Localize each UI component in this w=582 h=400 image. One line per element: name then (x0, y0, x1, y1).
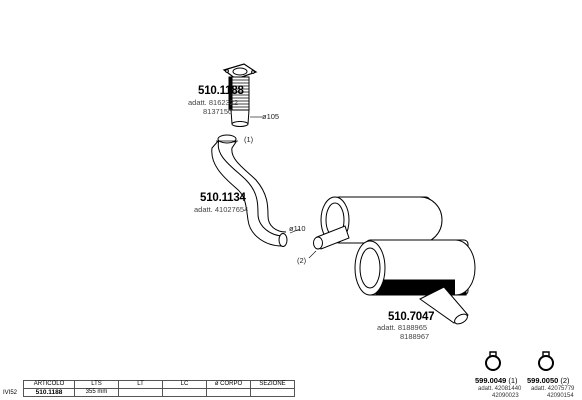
clamp-2-qty: (2) (560, 376, 570, 385)
silencer-code: 510.7047 (388, 311, 435, 323)
flex-pipe-code: 510.1188 (198, 85, 244, 97)
bent-pipe-ref1: adatt. 41027654 (194, 205, 249, 214)
clamp-2-code: 599.0050 (527, 376, 559, 385)
silencer-ref1: adatt. 8188965 (377, 323, 428, 332)
flex-pipe-ref2: 8137150 (203, 107, 233, 116)
table-header-articolo: ARTICOLO (23, 380, 75, 389)
table-cell-lts: 355 mm (74, 388, 119, 397)
table-header-corpo: ø CORPO (206, 380, 251, 389)
bent-pipe-callout: (1) (244, 135, 254, 144)
silencer-ref2: 8188967 (400, 332, 430, 341)
table-header-sezione: SEZIONE (250, 380, 295, 389)
bent-pipe-diameter: ø110 (289, 224, 306, 233)
flex-pipe-diameter: ø105 (262, 112, 280, 121)
table-header-lt: LT (118, 380, 163, 389)
flex-pipe-ref1: adatt. 8162322 (188, 98, 239, 107)
clamp-2-drawing (538, 351, 554, 371)
table-row: 510.1188 355 mm (23, 388, 295, 397)
table-header-lc: LC (162, 380, 207, 389)
clamp-1-ref1: adatt. 42081440 (478, 386, 522, 392)
table-cell-corpo (206, 388, 251, 397)
clamp-2-ref2: 42090154 (547, 393, 574, 399)
clamp-2-ref1: adatt. 42075779 (531, 386, 575, 392)
table-cell-lc (162, 388, 207, 397)
silencer-drawing (308, 196, 476, 325)
flex-pipe-drawing (222, 63, 262, 127)
table-header-row: ARTICOLO LTS LT LC ø CORPO SEZIONE (23, 380, 295, 389)
bent-pipe-drawing (211, 134, 301, 247)
dimensions-table: ARTICOLO LTS LT LC ø CORPO SEZIONE 510.1… (23, 380, 295, 397)
silencer-callout: (2) (297, 256, 307, 265)
table-header-lts: LTS (74, 380, 119, 389)
bent-pipe-code: 510.1134 (200, 192, 246, 204)
table-cell-articolo: 510.1188 (23, 388, 75, 397)
table-cell-lt (118, 388, 163, 397)
clamp-1-drawing (485, 351, 501, 371)
clamp-1-ref2: 42090023 (492, 393, 519, 399)
table-row-code: IVI52 (3, 390, 18, 396)
clamp-2-code-label: 599.0050 (2) (527, 377, 570, 385)
clamp-1-code: 599.0049 (475, 376, 507, 385)
clamp-1-qty: (1) (508, 376, 518, 385)
table-cell-sezione (250, 388, 295, 397)
clamp-1-code-label: 599.0049 (1) (475, 377, 518, 385)
